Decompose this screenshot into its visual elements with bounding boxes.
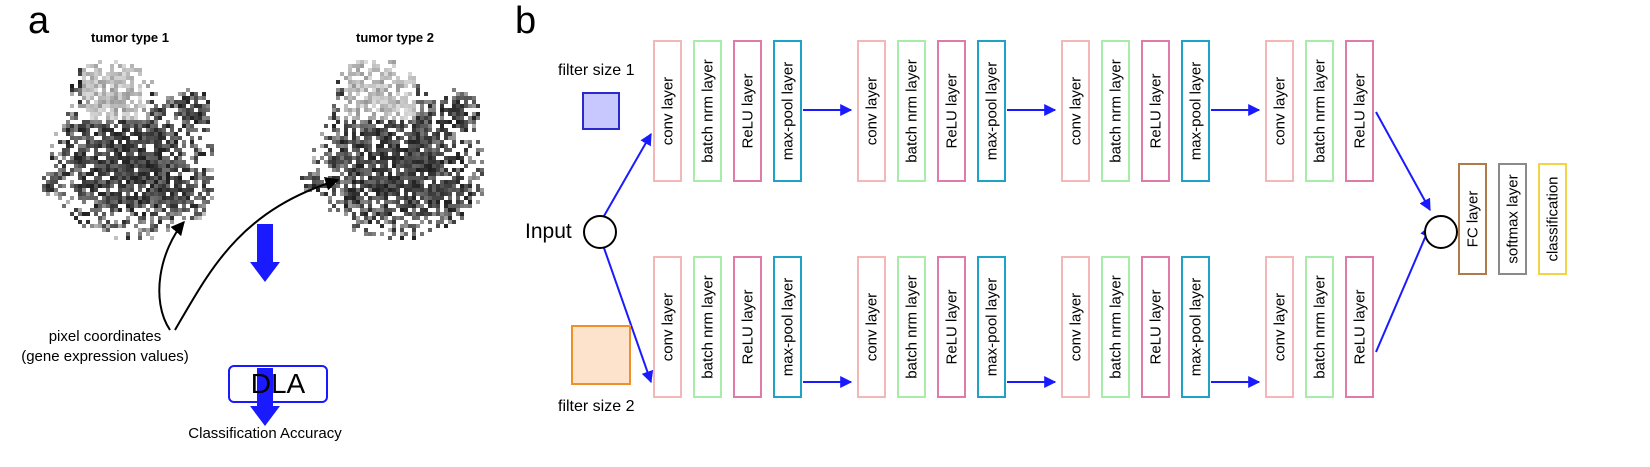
bottom-branch-relu-layer-7: ReLU layer [937,256,966,398]
arrow-note-to-map-2 [174,177,340,331]
down-arrow-maps-to-dla [250,224,280,282]
arrow-top-branch-to-merge [1375,111,1431,212]
layer-label: conv layer [863,76,880,146]
layer-label: ReLU layer [1147,73,1164,149]
layer-label: max-pool layer [1187,277,1204,377]
top-branch-batch-norm-layer-14: batch nrm layer [1305,40,1334,182]
layer-label: ReLU layer [1351,73,1368,149]
bottom-branch-batch-norm-layer-10: batch nrm layer [1101,256,1130,398]
top-branch-batch-norm-layer-6: batch nrm layer [897,40,926,182]
bottom-branch-conv-layer-1: conv layer [653,256,682,398]
input-label: Input [525,220,572,243]
top-branch-batch-norm-layer-2: batch nrm layer [693,40,722,182]
layer-label: batch nrm layer [1107,275,1124,379]
layer-label: conv layer [1271,292,1288,362]
top-branch-relu-layer-3: ReLU layer [733,40,762,182]
top-branch-conv-layer-13: conv layer [1265,40,1294,182]
bottom-branch-batch-norm-layer-6: batch nrm layer [897,256,926,398]
filter-size-1-swatch [582,92,620,130]
layer-label: ReLU layer [1351,289,1368,365]
bottom-branch-relu-layer-3: ReLU layer [733,256,762,398]
top-branch-relu-layer-7: ReLU layer [937,40,966,182]
top-branch-max-pool-layer-4: max-pool layer [773,40,802,182]
bottom-branch-conv-layer-9: conv layer [1061,256,1090,398]
layer-label: conv layer [1067,76,1084,146]
layer-label: ReLU layer [943,289,960,365]
bottom-branch-relu-layer-15: ReLU layer [1345,256,1374,398]
layer-label: max-pool layer [779,61,796,161]
bottom-branch-max-pool-layer-4: max-pool layer [773,256,802,398]
layer-label: classification [1544,176,1561,262]
layer-label: batch nrm layer [1311,275,1328,379]
layer-label: batch nrm layer [903,59,920,163]
bottom-branch-relu-layer-11: ReLU layer [1141,256,1170,398]
layer-label: max-pool layer [983,277,1000,377]
pixel-note-line-1: pixel coordinates [48,328,162,345]
top-branch-max-pool-layer-8: max-pool layer [977,40,1006,182]
softmax-layer: softmax layer [1498,163,1527,275]
layer-label: ReLU layer [739,73,756,149]
layer-label: max-pool layer [779,277,796,377]
fc-layer: FC layer [1458,163,1487,275]
top-branch-batch-norm-layer-10: batch nrm layer [1101,40,1130,182]
input-node [583,215,617,249]
bottom-branch-batch-norm-layer-14: batch nrm layer [1305,256,1334,398]
layer-label: ReLU layer [1147,289,1164,365]
top-branch-max-pool-layer-12: max-pool layer [1181,40,1210,182]
layer-label: batch nrm layer [903,275,920,379]
tumor-type-2-pixels [300,60,484,240]
layer-label: conv layer [659,292,676,362]
layer-label: softmax layer [1504,174,1521,264]
top-branch-conv-layer-5: conv layer [857,40,886,182]
layer-label: conv layer [1067,292,1084,362]
top-branch-relu-layer-15: ReLU layer [1345,40,1374,182]
tumor-type-2-title: tumor type 2 [355,30,434,45]
top-branch-conv-layer-9: conv layer [1061,40,1090,182]
tumor-type-1-pixels [42,60,214,240]
bottom-branch-max-pool-layer-8: max-pool layer [977,256,1006,398]
layer-label: conv layer [659,76,676,146]
top-branch-relu-layer-11: ReLU layer [1141,40,1170,182]
bottom-branch-conv-layer-13: conv layer [1265,256,1294,398]
classification-layer: classification [1538,163,1567,275]
arrow-input-to-bottom-branch [603,247,654,384]
panel-letter-a: a [28,0,50,42]
dla-box: DLA [228,365,328,403]
layer-label: batch nrm layer [699,59,716,163]
filter-size-2-swatch [571,325,631,385]
arrow-bottom-branch-to-merge [1375,224,1432,353]
pixel-note-line-2: (gene expression values) [21,348,189,365]
tumor-type-1-title: tumor type 1 [90,30,169,45]
layer-label: ReLU layer [739,289,756,365]
pixel-coordinates-note: pixel coordinates (gene expression value… [0,327,210,367]
layer-label: batch nrm layer [699,275,716,379]
layer-label: batch nrm layer [1107,59,1124,163]
layer-label: FC layer [1464,190,1481,248]
layer-label: conv layer [1271,76,1288,146]
arrow-note-to-map-1 [158,220,185,331]
layer-label: batch nrm layer [1311,59,1328,163]
down-arrow-dla-to-accuracy [250,368,280,426]
layer-label: max-pool layer [1187,61,1204,161]
bottom-branch-conv-layer-5: conv layer [857,256,886,398]
filter-size-1-label: filter size 1 [558,62,635,79]
layer-label: max-pool layer [983,61,1000,161]
filter-size-2-label: filter size 2 [558,398,635,415]
bottom-branch-max-pool-layer-12: max-pool layer [1181,256,1210,398]
top-branch-conv-layer-1: conv layer [653,40,682,182]
merge-node [1424,215,1458,249]
panel-letter-b: b [515,0,537,42]
layer-label: conv layer [863,292,880,362]
arrow-input-to-top-branch [603,132,652,217]
classification-accuracy-label: Classification Accuracy [188,425,342,442]
layer-label: ReLU layer [943,73,960,149]
bottom-branch-batch-norm-layer-2: batch nrm layer [693,256,722,398]
